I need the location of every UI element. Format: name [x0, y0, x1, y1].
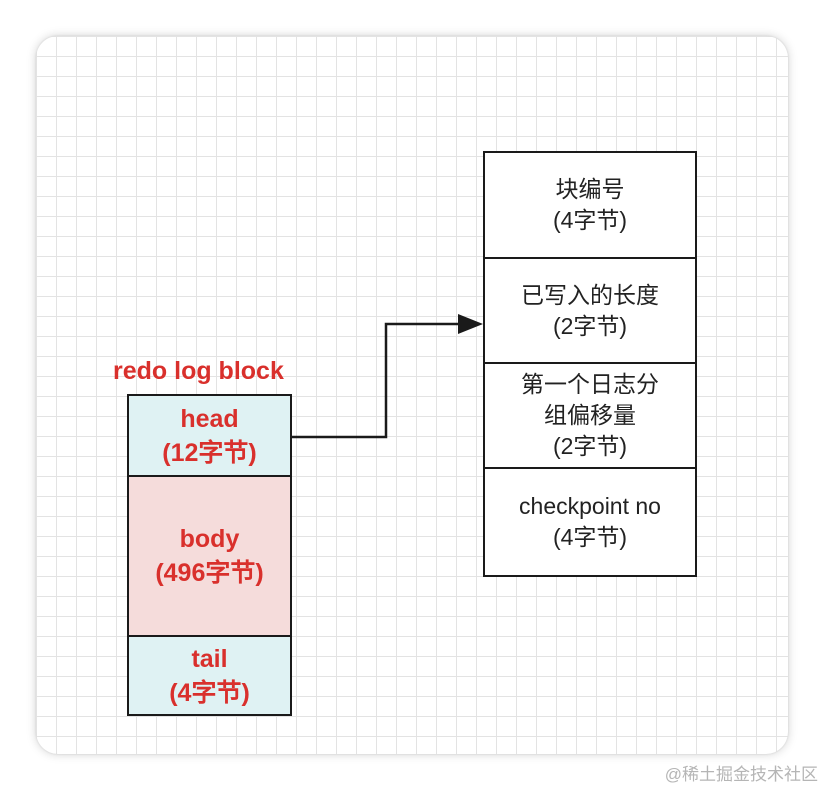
field-block-number-size: (4字节) [552, 207, 628, 233]
arrow-head [458, 314, 483, 334]
watermark: @稀土掘金技术社区 [664, 765, 818, 784]
field-written-length-size: (2字节) [552, 312, 628, 339]
arrow-line [292, 322, 462, 439]
field-written-length: 已写入的长度 (2字节) [483, 257, 697, 364]
field-checkpoint-no: checkpoint no (4字节) [483, 467, 697, 577]
segment-head-name: head [180, 404, 239, 433]
segment-tail: tail (4字节) [127, 635, 292, 716]
segment-body-size: (496字节) [155, 559, 264, 587]
segment-body-name: body [179, 525, 240, 553]
field-block-number-label: 块编号 [555, 176, 625, 202]
field-first-group-offset-label-1: 第一个日志分 [521, 371, 659, 397]
field-checkpoint-no-label: checkpoint no [519, 493, 661, 519]
segment-body: body (496字节) [127, 475, 292, 637]
field-written-length-label: 已写入的长度 [521, 281, 659, 308]
segment-tail-size: (4字节) [169, 678, 250, 707]
segment-head-size: (12字节) [162, 438, 257, 467]
field-first-group-offset: 第一个日志分 组偏移量 (2字节) [483, 362, 697, 469]
field-block-number: 块编号 (4字节) [483, 151, 697, 259]
field-checkpoint-no-size: (4字节) [552, 524, 628, 550]
field-first-group-offset-label-2: 组偏移量 [544, 402, 636, 428]
segment-tail-name: tail [191, 644, 228, 673]
field-first-group-offset-size: (2字节) [552, 433, 628, 459]
redo-log-block-title: redo log block [113, 357, 284, 385]
